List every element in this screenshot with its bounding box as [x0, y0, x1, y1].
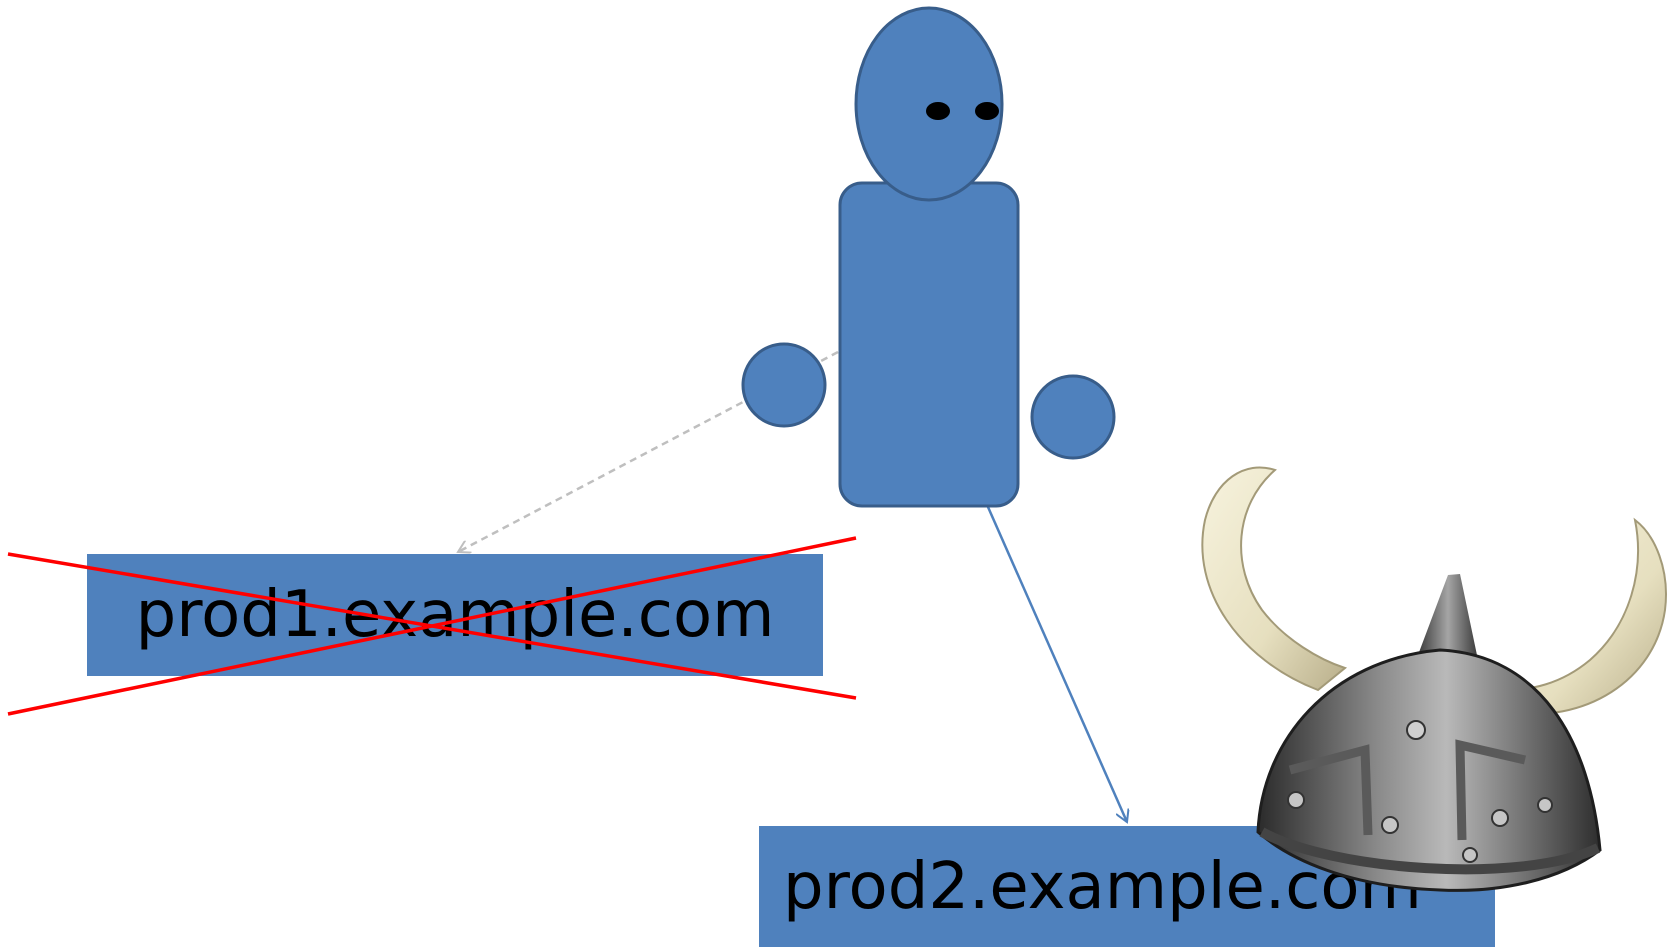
server-box-prod1: prod1.example.com: [87, 554, 823, 676]
person-hand-left: [741, 342, 827, 428]
dashed-arrow-to-prod1: [458, 350, 839, 552]
arrow-to-prod2: [986, 506, 1127, 822]
person-eye-left: [926, 102, 950, 120]
server-box-prod2: prod2.example.com: [759, 826, 1495, 947]
stick-figure-icon: [741, 6, 1116, 508]
person-head: [854, 6, 1004, 202]
server-label-prod1: prod1.example.com: [135, 578, 775, 652]
person-eye-right: [975, 102, 999, 120]
person-body: [838, 181, 1020, 508]
server-label-prod2: prod2.example.com: [783, 849, 1422, 924]
person-hand-right: [1030, 374, 1116, 460]
